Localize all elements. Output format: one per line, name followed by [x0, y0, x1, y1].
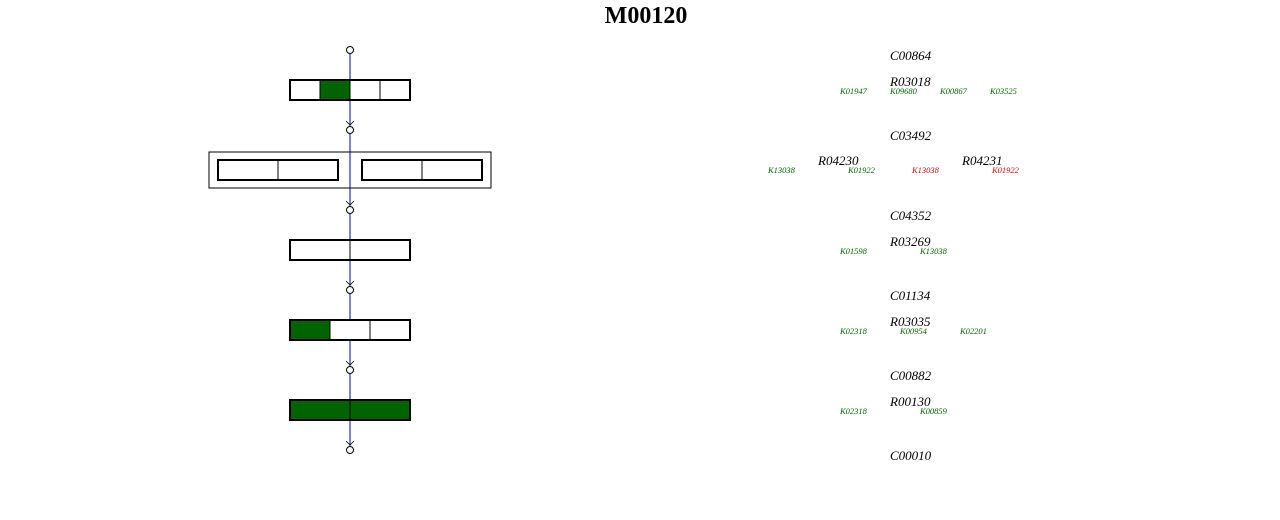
arrow-head — [345, 440, 355, 446]
ko-cell — [369, 319, 411, 341]
compound-node — [346, 286, 354, 294]
ko-cell — [361, 159, 423, 181]
ko-label: K01922 — [991, 165, 1020, 175]
ko-label: K13038 — [911, 165, 940, 175]
ko-cell — [277, 159, 339, 181]
pathway-chain — [208, 46, 492, 454]
compound-label: C01134 — [890, 288, 931, 303]
ko-label: K01598 — [839, 246, 868, 256]
ko-label: K00859 — [919, 406, 948, 416]
compound-node — [346, 446, 354, 454]
compound-label: C00864 — [890, 48, 932, 63]
ko-cell — [329, 319, 371, 341]
reaction-label: R00130 — [889, 394, 931, 409]
compound-node — [346, 366, 354, 374]
reaction-label: R03269 — [889, 234, 931, 249]
ko-label: K13038 — [919, 246, 948, 256]
arrow-head — [345, 200, 355, 206]
ko-label: K00954 — [899, 326, 928, 336]
compound-label: C03492 — [890, 128, 932, 143]
arrow-head — [345, 360, 355, 366]
compound-node — [346, 126, 354, 134]
ko-cell — [349, 399, 411, 421]
ko-label: K13038 — [767, 165, 796, 175]
ko-cell — [379, 79, 411, 101]
reaction-label: R04231 — [961, 153, 1002, 168]
ko-cell — [289, 319, 331, 341]
ko-cell — [349, 239, 411, 261]
compound-node — [346, 206, 354, 214]
arrow-head — [345, 120, 355, 126]
reaction-label: R03018 — [889, 74, 931, 89]
compound-label: C04352 — [890, 208, 932, 223]
module-title: M00120 — [605, 3, 688, 29]
ko-cell — [289, 79, 321, 101]
reaction-box — [289, 239, 411, 261]
compound-label: C00882 — [890, 368, 932, 383]
reaction-box — [289, 79, 411, 101]
reaction-box — [289, 399, 411, 421]
ko-label: K09680 — [889, 86, 918, 96]
compound-label: C00010 — [890, 448, 932, 463]
ko-label: K02318 — [839, 326, 868, 336]
ko-label: K03525 — [989, 86, 1017, 96]
reaction-label: R04230 — [817, 153, 859, 168]
reaction-box — [361, 159, 483, 181]
ko-cell — [217, 159, 279, 181]
ko-label: K01947 — [839, 86, 868, 96]
compound-node — [346, 46, 354, 54]
ko-cell — [289, 239, 351, 261]
reaction-box — [289, 319, 411, 341]
ko-cell — [319, 79, 351, 101]
ko-cell — [289, 399, 351, 421]
reaction-box — [217, 159, 339, 181]
ko-label: K02318 — [839, 406, 868, 416]
ko-label: K02201 — [959, 326, 987, 336]
reaction-label: R03035 — [889, 314, 931, 329]
ko-cell — [421, 159, 483, 181]
ko-label: K01922 — [847, 165, 876, 175]
ko-label: K00867 — [939, 86, 968, 96]
arrow-head — [345, 280, 355, 286]
ko-cell — [349, 79, 381, 101]
